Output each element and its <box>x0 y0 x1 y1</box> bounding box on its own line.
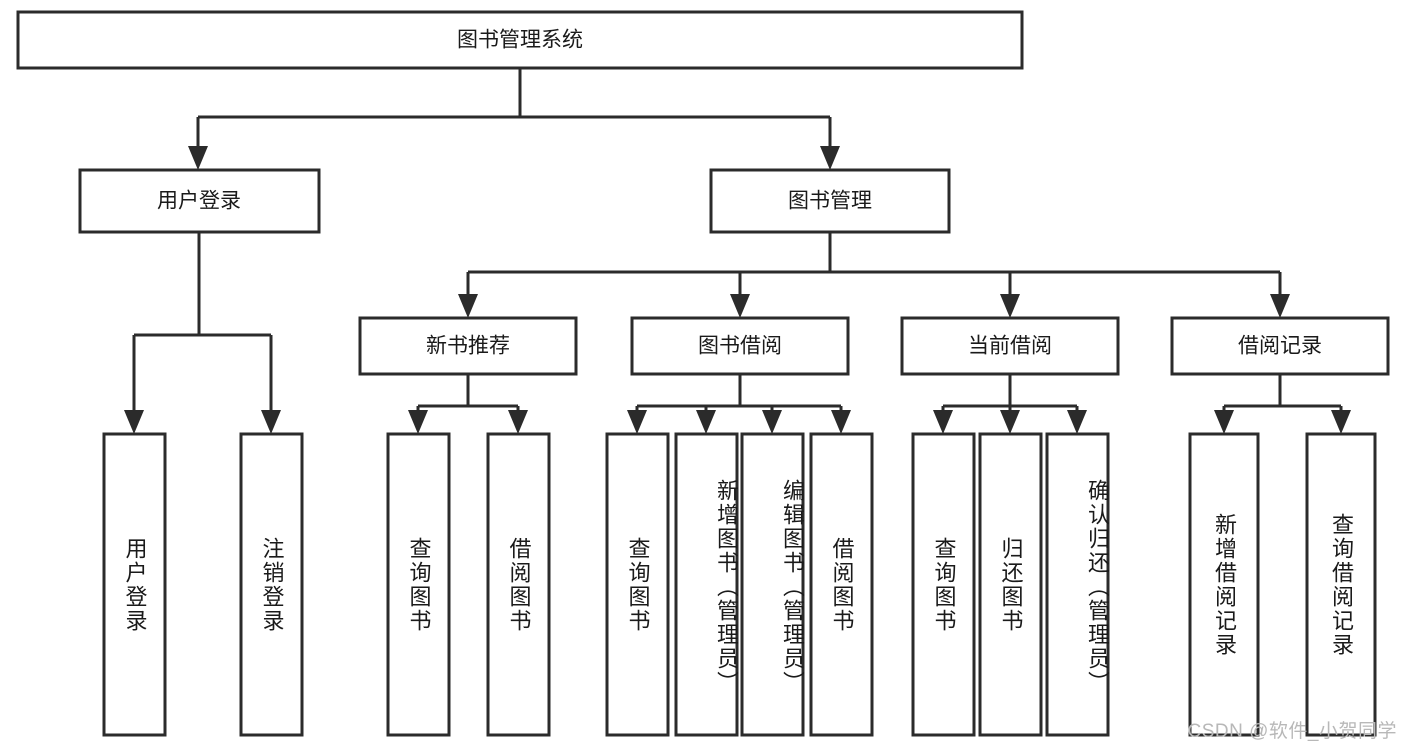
node-new-book-recommend-label: 新书推荐 <box>426 335 510 358</box>
node-current-borrow-label: 当前借阅 <box>968 335 1052 358</box>
node-book-borrow[interactable]: 图书借阅 <box>630 316 850 376</box>
node-root[interactable]: 图书管理系统 <box>16 10 1024 70</box>
leaf-box-return-book[interactable] <box>978 432 1043 737</box>
leaf-box-add-book[interactable] <box>674 432 739 737</box>
node-book-management-label: 图书管理 <box>788 190 872 213</box>
connector-borrowrecord-to-leaves <box>1214 374 1351 434</box>
leaf-box-query-book-2[interactable] <box>605 432 670 737</box>
leaf-box-add-record[interactable] <box>1188 432 1260 737</box>
node-book-management[interactable]: 图书管理 <box>709 168 951 234</box>
connector-bookborrow-to-leaves <box>627 374 851 434</box>
leaf-box-logout-login[interactable] <box>239 432 304 737</box>
node-current-borrow[interactable]: 当前借阅 <box>900 316 1120 376</box>
leaf-box-user-login[interactable] <box>102 432 167 737</box>
leaf-box-borrow-book-1[interactable] <box>486 432 551 737</box>
leaf-box-group-user-login <box>102 432 304 737</box>
connector-bookmgmt-to-level3 <box>458 232 1290 318</box>
connector-currentborrow-to-leaves <box>933 374 1087 434</box>
leaf-box-group-borrow-record <box>1188 432 1377 737</box>
node-borrow-record-label: 借阅记录 <box>1238 335 1322 358</box>
leaf-box-query-book-1[interactable] <box>386 432 451 737</box>
leaf-box-borrow-book-2[interactable] <box>809 432 874 737</box>
connector-newbook-to-leaves <box>408 374 528 434</box>
node-user-login-label: 用户登录 <box>157 190 241 213</box>
leaf-box-query-book-3[interactable] <box>911 432 976 737</box>
connector-root-to-level2 <box>188 68 840 170</box>
node-user-login[interactable]: 用户登录 <box>78 168 321 234</box>
node-book-borrow-label: 图书借阅 <box>698 335 782 358</box>
leaf-box-query-record[interactable] <box>1305 432 1377 737</box>
csdn-watermark: CSDN @软件_小贺同学 <box>1187 721 1397 742</box>
leaf-box-group-current-borrow <box>911 432 1110 737</box>
connector-userlogin-to-leaves <box>124 232 281 434</box>
leaf-box-group-book-borrow <box>605 432 874 737</box>
leaf-box-group-new-book-recommend <box>386 432 551 737</box>
node-new-book-recommend[interactable]: 新书推荐 <box>358 316 578 376</box>
node-borrow-record[interactable]: 借阅记录 <box>1170 316 1390 376</box>
node-root-label: 图书管理系统 <box>457 29 583 52</box>
leaf-box-edit-book[interactable] <box>740 432 805 737</box>
leaf-box-confirm-return[interactable] <box>1045 432 1110 737</box>
